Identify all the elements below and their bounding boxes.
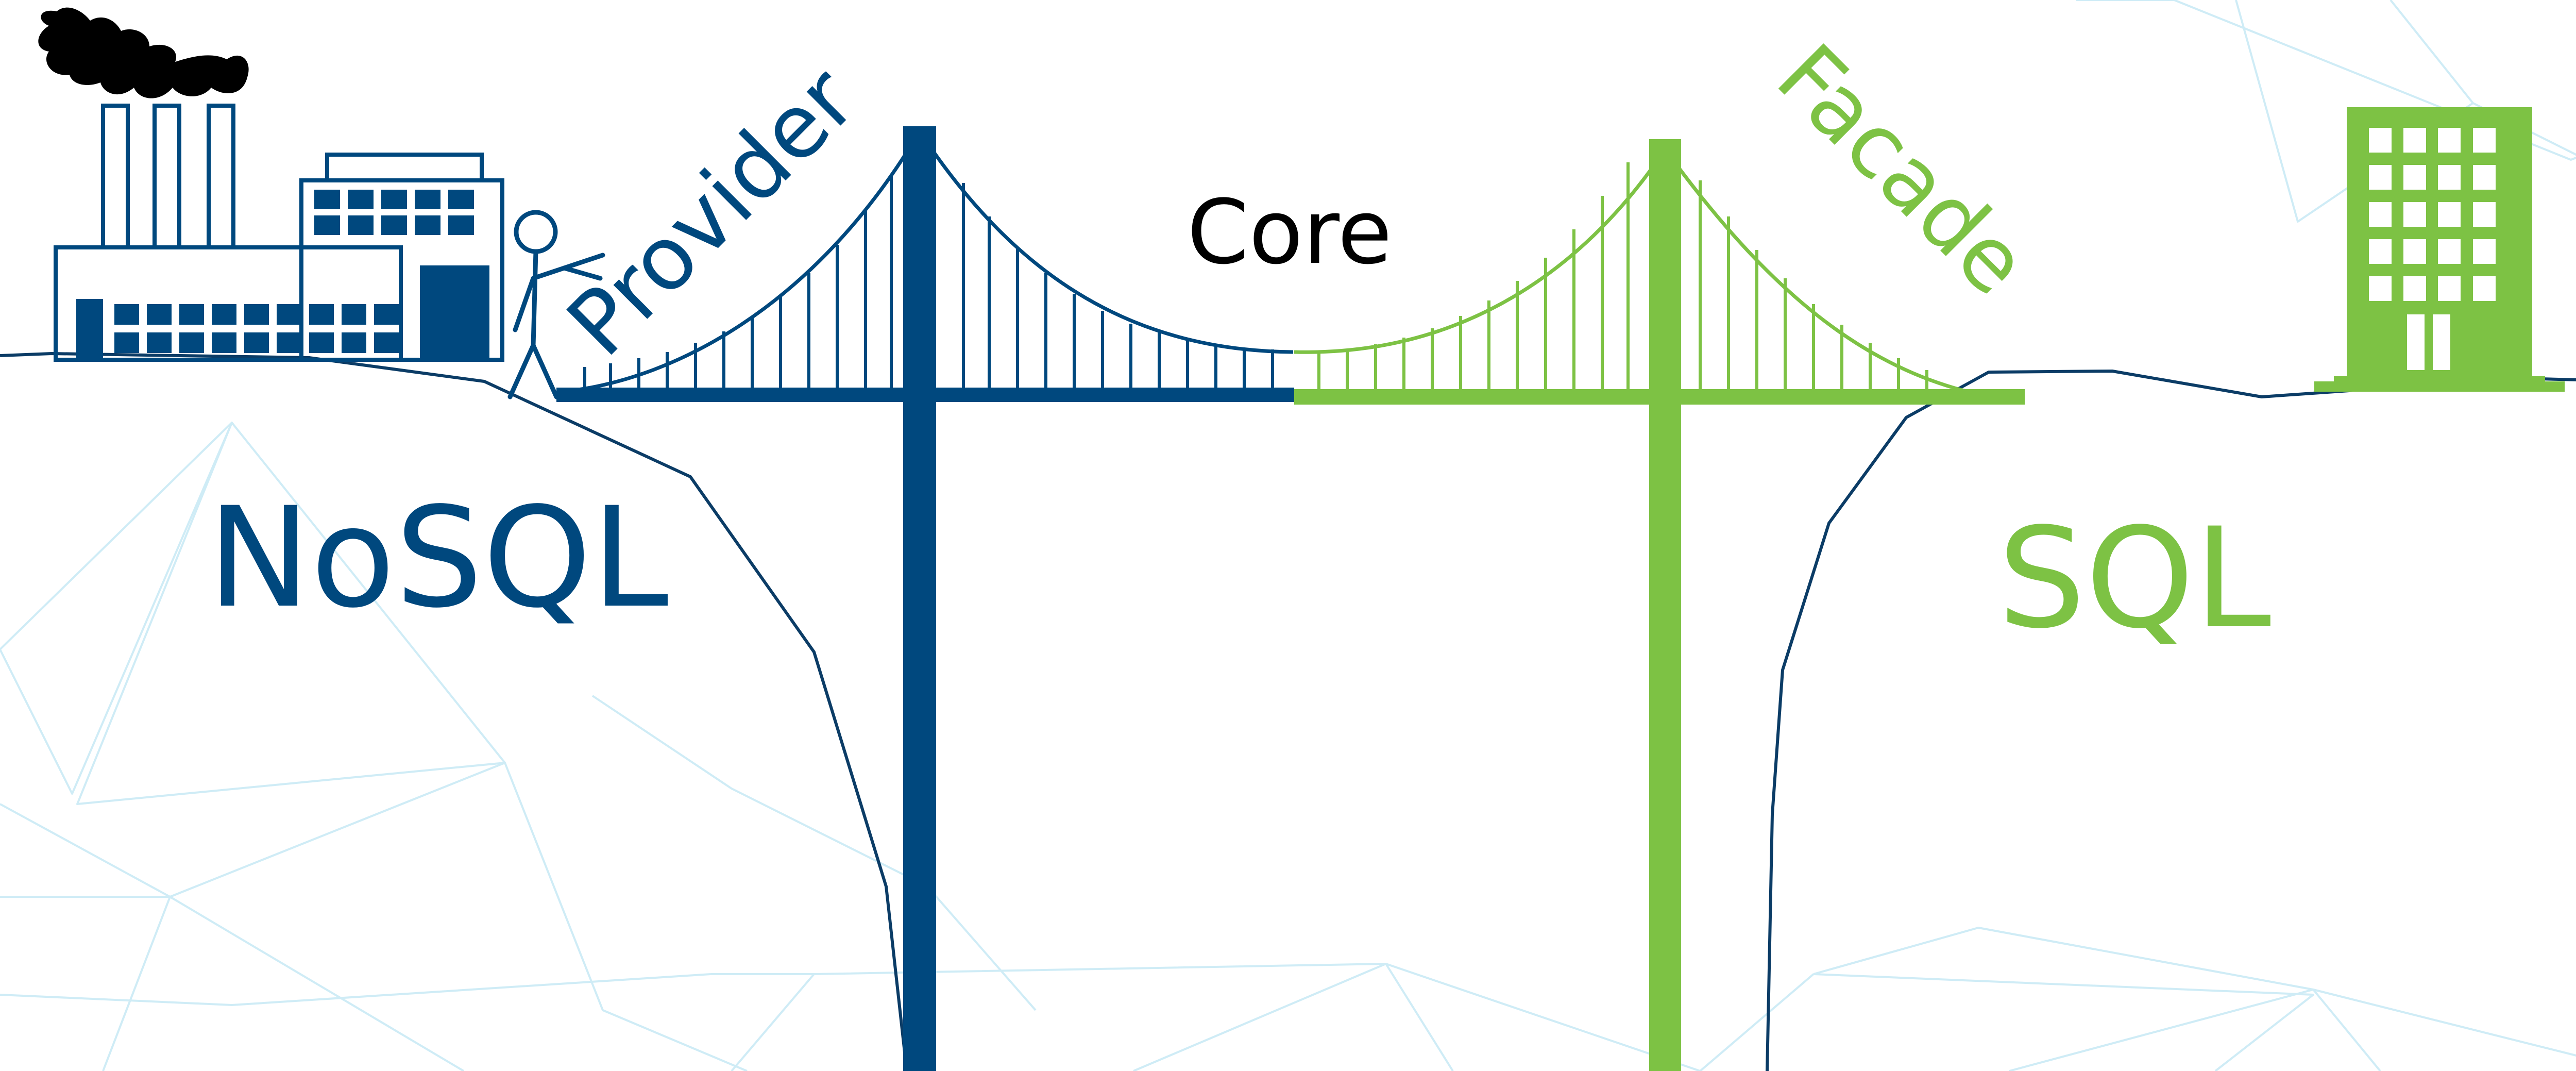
left-main-cable-a xyxy=(561,130,922,394)
bridge-right-half xyxy=(1294,139,2025,1071)
factory-icon xyxy=(38,7,504,362)
core-label: Core xyxy=(1187,180,1392,284)
left-cliff xyxy=(0,352,908,1071)
left-hangers xyxy=(583,175,1274,392)
ground-lines xyxy=(0,352,2576,1071)
provider-label: Provider xyxy=(548,48,875,376)
bridge-left-half xyxy=(556,126,1294,1071)
right-tower xyxy=(1649,139,1681,1071)
right-main-cable-b xyxy=(1664,148,1969,394)
right-cliff xyxy=(1766,370,2576,1071)
office-building-icon xyxy=(2314,107,2565,392)
right-main-cable-a xyxy=(1294,148,1667,354)
nosql-label: NoSQL xyxy=(208,478,669,639)
sql-label: SQL xyxy=(1998,498,2272,659)
stick-figure-icon xyxy=(507,210,605,399)
left-main-cable-b xyxy=(918,130,1294,354)
facade-label: Facade xyxy=(1757,25,2047,315)
left-tower xyxy=(903,126,936,1071)
right-hangers xyxy=(1317,162,1928,397)
